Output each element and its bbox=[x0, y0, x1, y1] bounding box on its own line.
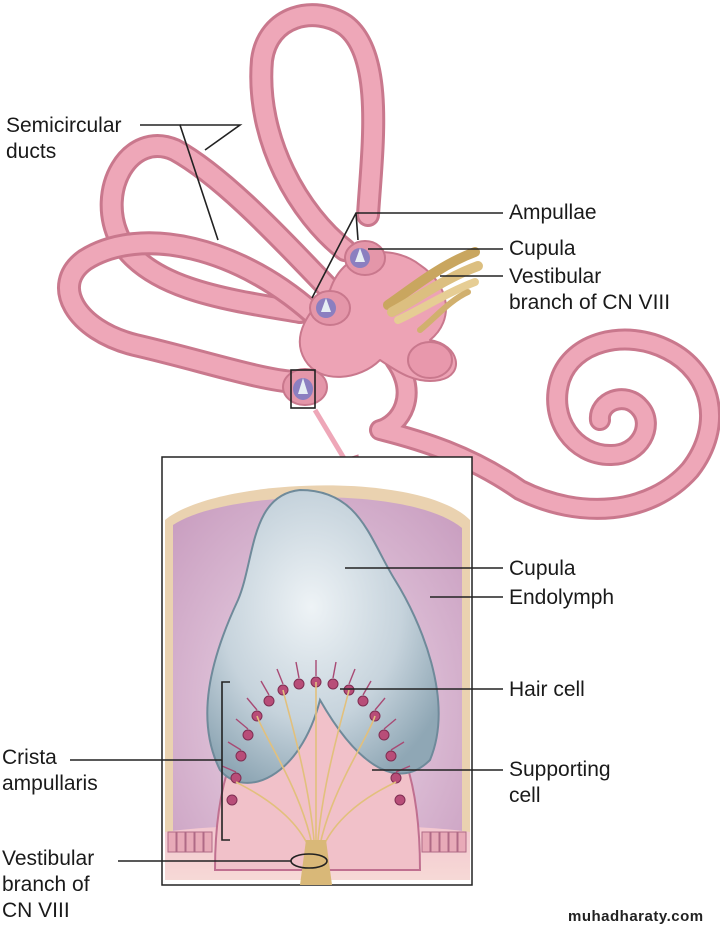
label-vestibular-branch-top: Vestibular branch of CN VIII bbox=[509, 264, 670, 316]
vestibular-nerve-top bbox=[383, 247, 483, 333]
cochlear-duct bbox=[369, 328, 720, 520]
label-vestibular-branch-bottom: Vestibular branch of CN VIII bbox=[2, 846, 94, 924]
watermark: muhadharaty.com bbox=[568, 908, 704, 925]
label-supporting-line1: Supporting bbox=[509, 758, 611, 781]
label-crista-line1: Crista bbox=[2, 746, 57, 769]
anterior-semicircular-duct bbox=[249, 3, 386, 262]
label-semicircular-line2: ducts bbox=[6, 140, 57, 163]
stereocilia bbox=[221, 660, 411, 773]
labyrinth bbox=[57, 3, 720, 520]
ampulla-3 bbox=[282, 368, 328, 409]
leader-semicircular-b bbox=[180, 124, 243, 151]
label-vestibular-bottom-line2: branch of bbox=[2, 873, 90, 896]
label-ampullae: Ampullae bbox=[509, 201, 597, 224]
ampulla-detail bbox=[161, 456, 473, 886]
label-endolymph: Endolymph bbox=[509, 586, 615, 609]
supporting-cells bbox=[167, 831, 467, 853]
crista-bracket bbox=[221, 681, 230, 841]
label-vestibular-top-line2: branch of CN VIII bbox=[509, 291, 671, 314]
posterior-semicircular-duct bbox=[99, 134, 352, 324]
label-cupula-detail: Cupula bbox=[509, 557, 576, 580]
label-vestibular-bottom-line1: Vestibular bbox=[2, 847, 95, 870]
label-semicircular-line1: Semicircular bbox=[6, 114, 122, 137]
cupula-structure bbox=[206, 488, 440, 784]
leader-lines bbox=[70, 124, 503, 862]
leader-ampullae-b bbox=[355, 212, 359, 241]
label-crista-line2: ampullaris bbox=[2, 772, 98, 795]
label-vestibular-bottom-line3: CN VIII bbox=[2, 899, 70, 922]
label-cupula-top: Cupula bbox=[509, 237, 576, 260]
ampulla-1 bbox=[344, 240, 386, 276]
label-hair-cell: Hair cell bbox=[509, 678, 585, 701]
lateral-semicircular-duct bbox=[57, 231, 332, 394]
label-supporting-line2: cell bbox=[509, 784, 541, 807]
ampulla-2 bbox=[309, 290, 351, 326]
magnified-region-box bbox=[290, 369, 316, 409]
label-supporting-cell: Supporting cell bbox=[509, 757, 611, 809]
label-vestibular-top-line1: Vestibular bbox=[509, 265, 602, 288]
label-semicircular-ducts: Semicircular ducts bbox=[6, 113, 122, 165]
label-crista-ampullaris: Crista ampullaris bbox=[2, 745, 98, 797]
